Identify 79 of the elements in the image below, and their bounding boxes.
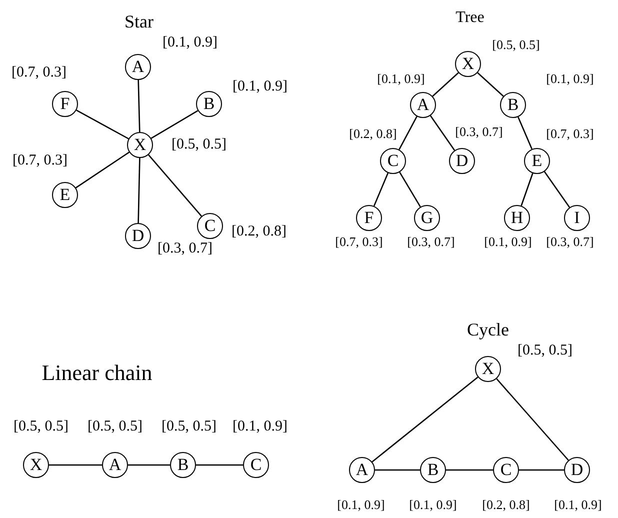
node-circle: A: [102, 452, 128, 478]
interval-label: [0.5, 0.5]: [492, 37, 540, 53]
node-circle: D: [125, 223, 151, 249]
interval-label: [0.2, 0.8]: [482, 497, 530, 513]
interval-label: [0.2, 0.8]: [232, 224, 286, 240]
section-title: Star: [124, 12, 154, 32]
node-circle: X: [455, 51, 481, 77]
interval-label: [0.1, 0.9]: [377, 71, 425, 87]
interval-label: [0.7, 0.3]: [12, 64, 66, 82]
connector-line: [196, 464, 243, 466]
node-circle: C: [380, 148, 406, 174]
node-circle: F: [52, 91, 78, 117]
interval-label: [0.1, 0.9]: [337, 497, 385, 513]
connector-line: [432, 72, 459, 97]
node-circle: B: [500, 92, 526, 118]
node-circle: X: [475, 356, 501, 382]
interval-label: [0.1, 0.9]: [232, 78, 288, 96]
connector-line: [148, 154, 202, 217]
connector-line: [520, 173, 534, 206]
node-circle: A: [410, 92, 436, 118]
node-circle: D: [449, 148, 475, 174]
interval-label: [0.2, 0.8]: [349, 126, 397, 142]
interval-label: [0.3, 0.7]: [455, 124, 503, 140]
connector-line: [76, 110, 129, 140]
connector-line: [372, 376, 478, 462]
node-circle: A: [349, 457, 375, 483]
connector-line: [49, 464, 102, 466]
node-circle: X: [127, 132, 153, 158]
connector-line: [150, 110, 198, 139]
connector-line: [138, 158, 140, 224]
interval-label: [0.3, 0.7]: [407, 234, 455, 250]
interval-label: [0.1, 0.9]: [162, 34, 218, 52]
connector-line: [399, 172, 421, 208]
interval-label: [0.1, 0.9]: [546, 71, 594, 87]
node-circle: E: [52, 182, 78, 208]
node-circle: B: [170, 452, 196, 478]
connector-line: [375, 469, 420, 471]
interval-label: [0.5, 0.5]: [14, 418, 68, 436]
section-title: Linear chain: [42, 360, 152, 386]
connector-line: [544, 171, 570, 208]
node-circle: I: [564, 205, 590, 231]
interval-label: [0.7, 0.3]: [335, 234, 383, 250]
interval-label: [0.5, 0.5]: [518, 342, 572, 360]
connector-line: [75, 152, 130, 188]
connector-line: [138, 80, 140, 132]
connector-line: [398, 116, 418, 150]
connector-line: [446, 469, 493, 471]
node-circle: E: [524, 148, 550, 174]
interval-label: [0.1, 0.9]: [409, 497, 457, 513]
node-circle: F: [356, 205, 382, 231]
interval-label: [0.1, 0.9]: [232, 418, 288, 436]
section-title: Tree: [456, 9, 484, 27]
node-circle: C: [243, 452, 269, 478]
node-circle: G: [414, 205, 440, 231]
node-circle: A: [125, 54, 151, 80]
node-circle: C: [197, 213, 223, 239]
interval-label: [0.5, 0.5]: [172, 136, 226, 154]
interval-label: [0.3, 0.7]: [546, 234, 594, 250]
interval-label: [0.1, 0.9]: [484, 234, 532, 250]
connector-line: [373, 172, 389, 206]
node-circle: C: [493, 457, 519, 483]
node-circle: B: [420, 457, 446, 483]
interval-label: [0.5, 0.5]: [88, 418, 142, 436]
node-circle: D: [564, 457, 590, 483]
connector-line: [128, 464, 170, 466]
node-circle: B: [196, 91, 222, 117]
interval-label: [0.1, 0.9]: [554, 497, 602, 513]
connector-line: [477, 72, 504, 97]
interval-label: [0.5, 0.5]: [162, 418, 216, 436]
interval-label: [0.3, 0.7]: [158, 240, 212, 258]
node-circle: X: [23, 452, 49, 478]
connector-line: [519, 469, 564, 471]
interval-label: [0.7, 0.3]: [12, 152, 68, 170]
connector-line: [518, 116, 532, 150]
section-title: Cycle: [467, 320, 509, 340]
interval-label: [0.7, 0.3]: [546, 126, 594, 142]
connector-line: [496, 378, 569, 461]
node-circle: H: [504, 205, 530, 231]
connector-line: [430, 115, 456, 151]
